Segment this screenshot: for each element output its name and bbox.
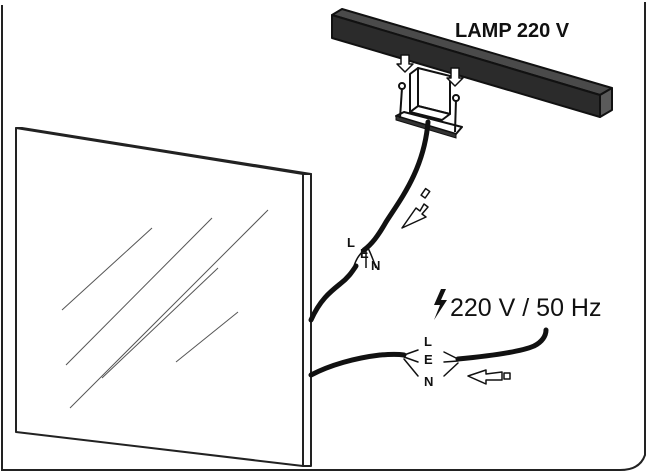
lamp-wire-labels: L E N — [347, 235, 380, 273]
mounting-screw-icon — [398, 82, 460, 133]
mirror-panel — [15, 127, 312, 467]
lamp-wire-l: L — [347, 235, 355, 250]
lamp-fixture — [331, 8, 613, 139]
power-label: 220 V / 50 Hz — [450, 294, 601, 322]
lightning-bolt-icon — [434, 289, 447, 320]
mirror-cable — [308, 263, 419, 378]
lamp-wire-e: E — [360, 246, 369, 261]
lamp-wire-n: N — [371, 258, 380, 273]
insertion-arrow-icon — [401, 187, 511, 385]
lamp-label: LAMP 220 V — [455, 20, 570, 42]
supply-wire-labels: L E N — [424, 334, 433, 389]
lamp-cable — [353, 119, 431, 269]
screw-direction-arrow-icon — [396, 54, 464, 87]
supply-wire-n: N — [424, 374, 433, 389]
mirror-reflection-lines — [61, 209, 269, 409]
mains-supply-cable — [443, 327, 549, 377]
supply-wire-l: L — [424, 334, 432, 349]
diagram-frame — [1, 2, 646, 471]
supply-wire-e: E — [424, 352, 433, 367]
